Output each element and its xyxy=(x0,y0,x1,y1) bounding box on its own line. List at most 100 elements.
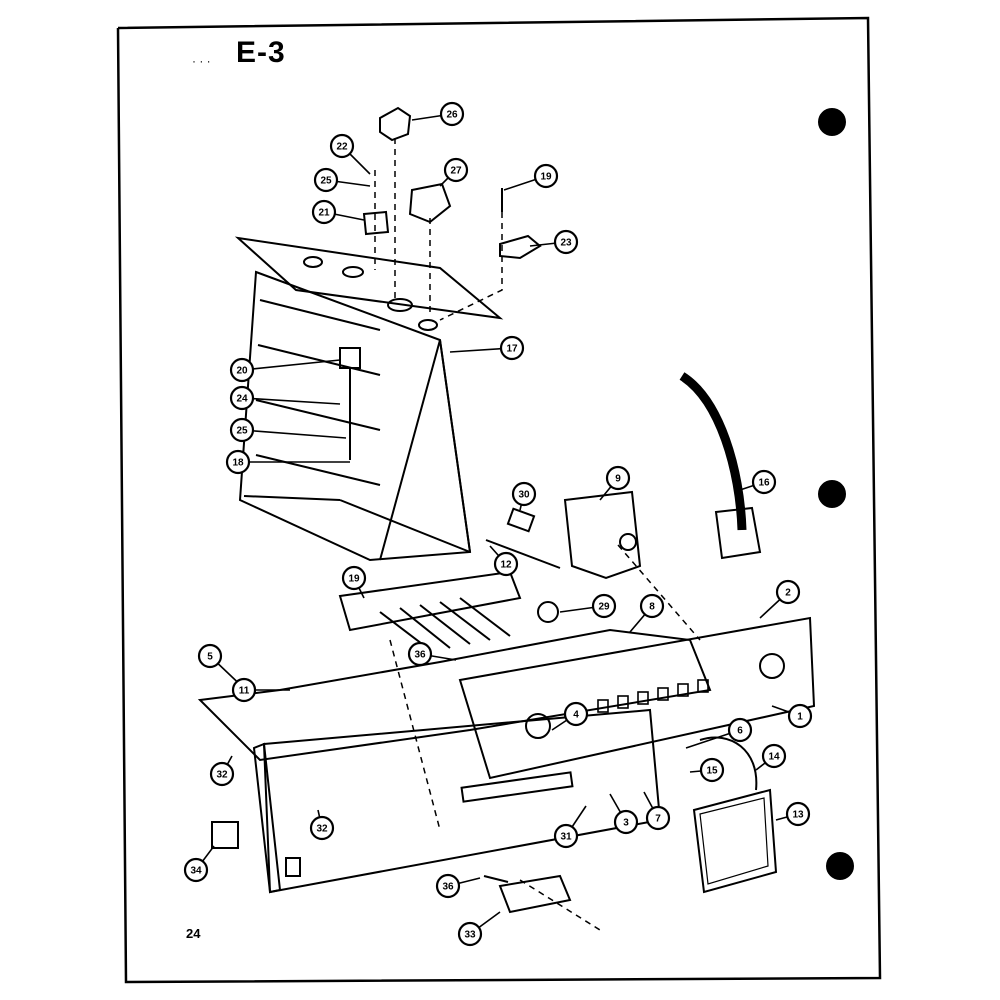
punch-hole-top xyxy=(818,108,846,136)
callout-circle xyxy=(493,551,519,577)
side-switch-34 xyxy=(211,821,239,849)
top-plate xyxy=(234,236,504,320)
callout-29: 29 xyxy=(591,593,617,619)
callout-leader xyxy=(241,359,341,371)
frame-rail xyxy=(439,339,471,553)
timer-9 xyxy=(563,490,642,580)
callout-number: 34 xyxy=(190,866,202,877)
callout-circle xyxy=(645,805,671,831)
callout-5: 5 xyxy=(197,643,223,669)
callout-number: 31 xyxy=(560,832,572,843)
callout-number: 7 xyxy=(655,814,661,825)
switch-lever xyxy=(419,604,471,645)
screw-36 xyxy=(483,875,509,883)
frame-base xyxy=(243,495,341,501)
callout-circle xyxy=(613,809,639,835)
callout-number: 24 xyxy=(236,394,248,405)
lower-body xyxy=(262,708,662,894)
callout-26: 26 xyxy=(439,101,465,127)
callout-4: 4 xyxy=(563,701,589,727)
callout-circle xyxy=(751,469,777,495)
callout-20: 20 xyxy=(229,357,255,383)
callout-circle xyxy=(407,641,433,667)
callout-number: 21 xyxy=(318,208,330,219)
callout-8: 8 xyxy=(639,593,665,619)
callout-number: 32 xyxy=(216,770,228,781)
frame-rail xyxy=(255,399,381,431)
callout-32: 32 xyxy=(209,761,235,787)
plate-hole xyxy=(303,256,323,268)
callout-number: 5 xyxy=(207,652,213,663)
callout-number: 26 xyxy=(446,110,458,121)
callout-circle xyxy=(311,199,337,225)
callout-7: 7 xyxy=(645,805,671,831)
callout-number: 23 xyxy=(560,238,572,249)
plate-hole xyxy=(342,266,364,278)
callout-33: 33 xyxy=(457,921,483,947)
callout-circle xyxy=(197,643,223,669)
frame-rail xyxy=(259,299,381,331)
callout-circle xyxy=(309,815,335,841)
switch-lever xyxy=(459,597,511,637)
callout-number: 3 xyxy=(623,818,629,829)
callout-number: 12 xyxy=(500,560,512,571)
callout-27: 27 xyxy=(443,157,469,183)
part-23 xyxy=(499,234,542,260)
callout-circle xyxy=(785,801,811,827)
callout-number: 17 xyxy=(506,344,518,355)
side-flange xyxy=(252,742,282,894)
callout-36: 36 xyxy=(407,641,433,667)
callout-18: 18 xyxy=(225,449,251,475)
callout-circle xyxy=(775,579,801,605)
callout-25: 25 xyxy=(229,417,255,443)
scan-mark: · · · xyxy=(192,54,211,68)
callout-leader xyxy=(241,397,341,405)
page-number: 24 xyxy=(186,926,201,941)
frame-rail xyxy=(257,344,381,376)
callout-32: 32 xyxy=(309,815,335,841)
callout-number: 8 xyxy=(649,602,655,613)
callout-circle xyxy=(435,873,461,899)
callout-leader xyxy=(241,429,347,439)
callout-number: 36 xyxy=(414,650,426,661)
callout-14: 14 xyxy=(761,743,787,769)
callout-circle xyxy=(183,857,209,883)
callout-circle xyxy=(591,593,617,619)
callout-1: 1 xyxy=(787,703,813,729)
callout-circle xyxy=(457,921,483,947)
callout-number: 30 xyxy=(518,490,530,501)
page-title: E-3 xyxy=(236,36,286,69)
callout-21: 21 xyxy=(311,199,337,225)
callout-number: 13 xyxy=(792,810,804,821)
callout-34: 34 xyxy=(183,857,209,883)
callout-circle xyxy=(341,565,367,591)
panel-knob-left xyxy=(525,713,551,739)
panel-button xyxy=(697,679,709,693)
switch-assembly-10 xyxy=(338,570,522,632)
callout-circle xyxy=(727,717,753,743)
punch-hole-bottom xyxy=(826,852,854,880)
callout-number: 2 xyxy=(785,588,791,599)
lower-slot xyxy=(460,771,574,803)
callout-number: 36 xyxy=(442,882,454,893)
part-27 xyxy=(408,182,452,224)
callout-number: 16 xyxy=(758,478,770,489)
part-21 xyxy=(362,210,390,236)
callout-number: 25 xyxy=(236,426,248,437)
callout-circle xyxy=(225,449,251,475)
callout-circle xyxy=(511,481,537,507)
callout-circle xyxy=(553,823,579,849)
callout-circle xyxy=(439,101,465,127)
panel-button xyxy=(677,683,689,697)
switch-bank-frame xyxy=(238,270,472,562)
frame-rail xyxy=(379,339,441,561)
callout-circle xyxy=(605,465,631,491)
plate-hole xyxy=(418,319,438,331)
callout-number: 32 xyxy=(316,824,328,835)
callout-13: 13 xyxy=(785,801,811,827)
callout-circle xyxy=(443,157,469,183)
timer-knob xyxy=(619,533,637,551)
callout-23: 23 xyxy=(553,229,579,255)
